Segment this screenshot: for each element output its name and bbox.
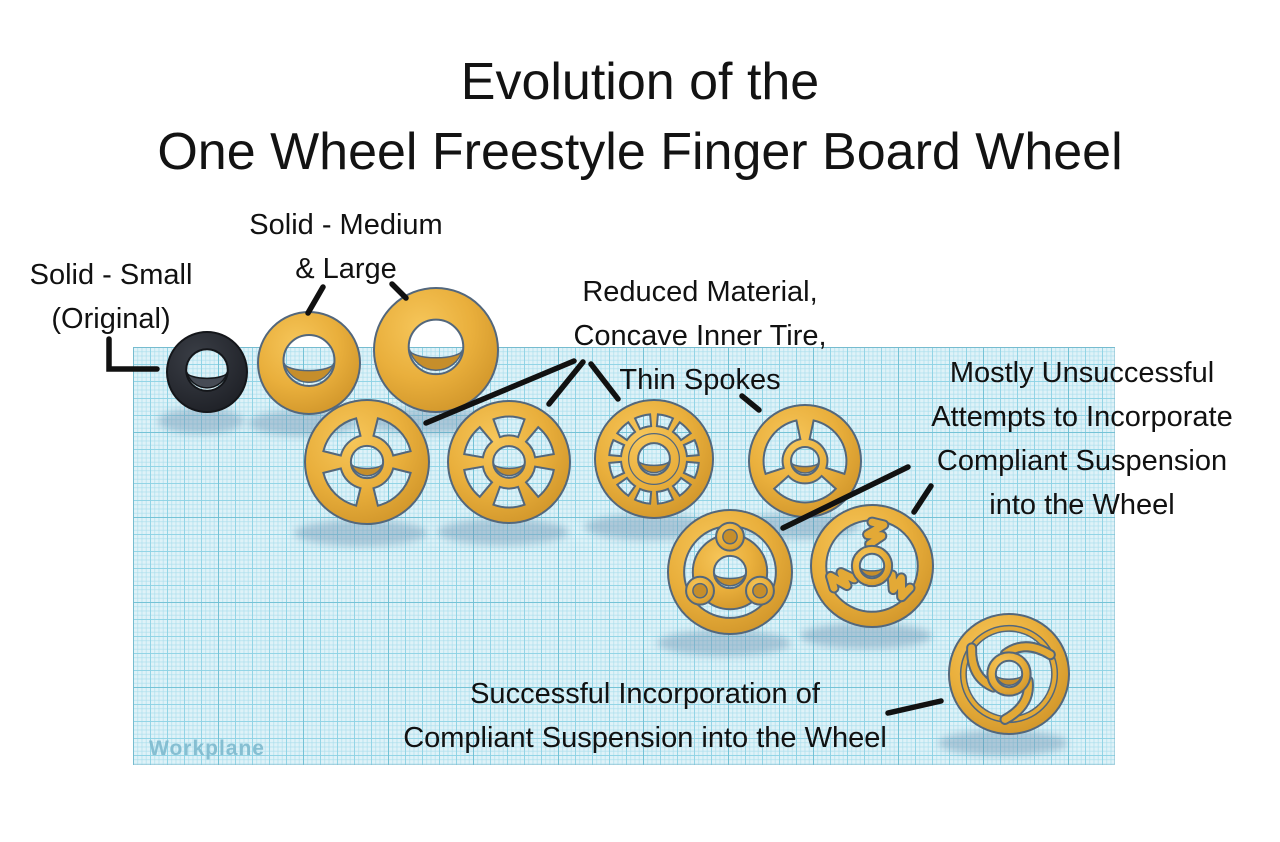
annotation-reduced-material: Reduced Material, Concave Inner Tire, Th… [573,270,826,402]
wheel-spiral-suspension [947,613,1071,735]
leader-lines [106,281,944,716]
annotation-line: Solid - Small [29,259,193,291]
leader-line-reduced-3 [588,361,621,402]
annotation-line: (Original) [51,303,171,335]
wheel-six-spokes [446,400,572,524]
annotation-line: Thin Spokes [619,364,781,396]
leader-line-reduced-2 [546,359,586,407]
title-line-1: Evolution of the [460,53,820,111]
wheel-solid-small-original [165,331,249,413]
annotation-line: & Large [295,253,397,285]
annotation-line: Solid - Medium [249,209,443,241]
annotation-successful-incorporation: Successful Incorporation of Compliant Su… [403,672,887,760]
annotation-line: Successful Incorporation of [470,678,820,710]
leader-line-reduced-1 [423,358,577,426]
wheel-solid-medium [256,311,362,415]
annotation-line: Mostly Unsuccessful [949,357,1215,389]
wheel-group [165,287,1071,735]
wheel-cross-spokes [303,399,431,525]
annotation-line: into the Wheel [989,489,1175,521]
annotation-line: Compliant Suspension [936,445,1228,477]
workplane-label: Workplane [149,737,265,760]
annotation-unsuccessful-attempts: Mostly Unsuccessful Attempts to Incorpor… [931,351,1232,527]
wheel-roller-suspension [666,509,794,635]
annotation-solid-small: Solid - Small (Original) [30,253,193,341]
leader-line-medium [305,284,326,316]
leader-line-reduced-4 [739,393,762,413]
leader-line-unsuccessful-2 [911,483,934,515]
wheel-tri-spokes [747,404,863,518]
leader-line-successful [885,698,944,716]
leader-line-unsuccessful-1 [780,464,911,531]
wheel-solid-large [372,287,500,413]
annotation-line: Compliant Suspension into the Wheel [403,722,887,754]
leader-line-solid-small [106,336,160,372]
title-line-2: One Wheel Freestyle Finger Board Wheel [157,123,1123,181]
page-title: Evolution of the One Wheel Freestyle Fin… [157,47,1122,187]
wheel-thin-spokes [593,399,715,519]
annotation-solid-medium-large: Solid - Medium & Large [249,203,442,291]
annotation-line: Reduced Material, [582,276,818,308]
wheel-zigzag-suspension [809,504,935,628]
leader-line-large [389,281,409,301]
annotation-line: Concave Inner Tire, [573,320,827,352]
annotation-line: Attempts to Incorporate [931,401,1233,433]
